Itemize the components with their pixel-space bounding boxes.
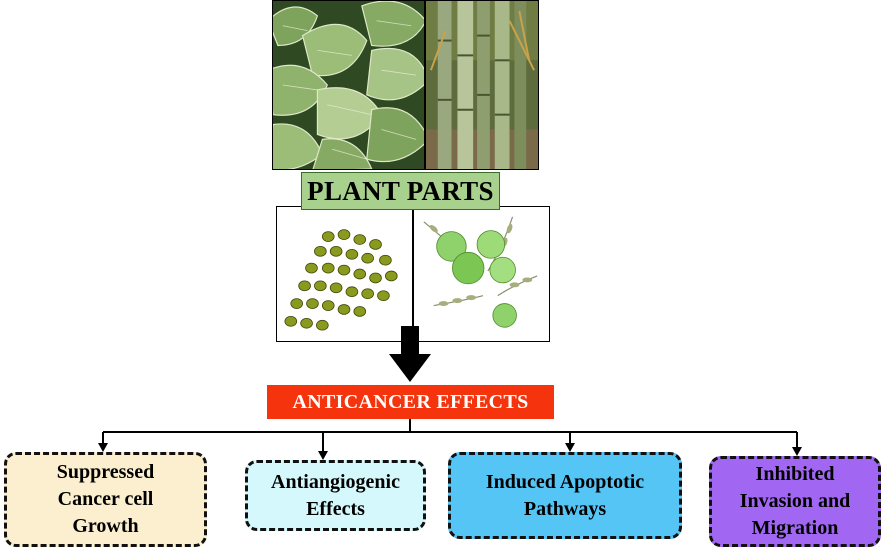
plant-parts-label: PLANT PARTS [301,172,500,210]
growth-line-3: Growth [72,515,139,537]
suppressed-growth-box: Suppressed Cancer cell Growth [4,452,207,547]
fruit-illustration [413,206,550,342]
inv-line-1: Inhibited [755,463,835,485]
apop-line-2: Pathways [523,497,607,520]
angio-line-2: Effects [306,497,365,520]
angio-line-1: Antiangiogenic [271,470,400,493]
growth-line-1: Suppressed [56,461,155,483]
apop-line-1: Induced Apoptotic [485,470,645,493]
branch-arrowheads [98,443,802,460]
invasion-migration-box: Inhibited Invasion and Migration [709,456,881,547]
beans-photo [276,206,413,342]
apoptotic-pathways-box: Induced Apoptotic Pathways [448,452,682,539]
inv-line-2: Invasion and [739,490,851,512]
down-arrow-icon [389,326,431,382]
anticancer-effects-label: ANTICANCER EFFECTS [267,385,554,419]
growth-line-2: Cancer cell [57,488,154,510]
bamboo-photo [425,0,539,170]
antiangiogenic-box: Antiangiogenic Effects [245,460,426,531]
branch-lines [102,419,798,452]
leaves-photo [272,0,425,170]
inv-line-3: Migration [751,517,839,539]
